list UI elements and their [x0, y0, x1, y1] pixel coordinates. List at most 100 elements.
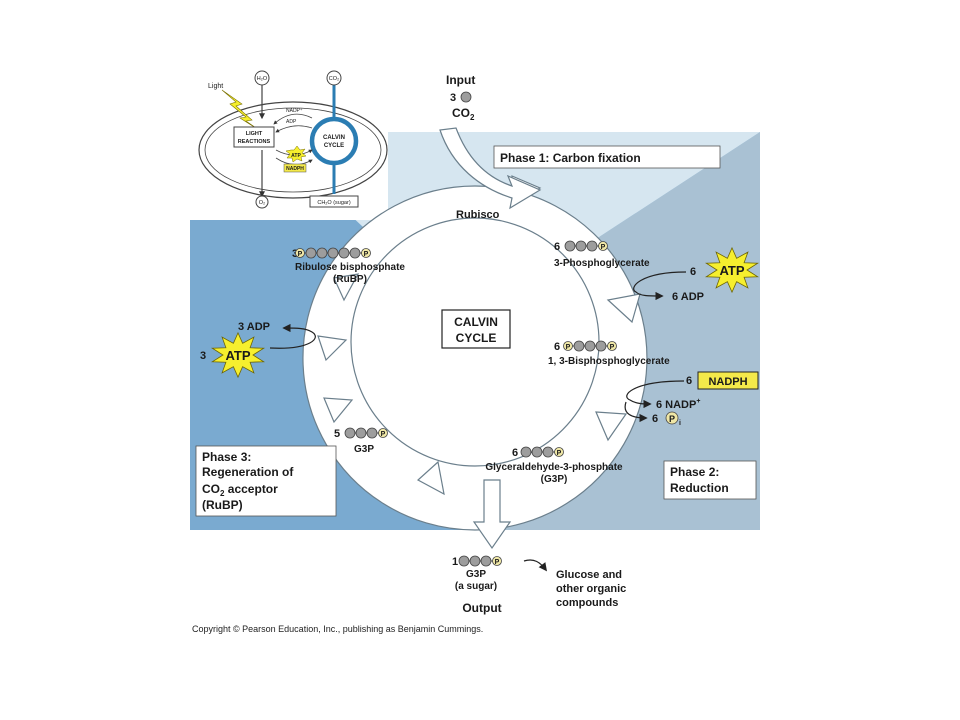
pi-sub-label: i	[679, 420, 681, 427]
rubp-name: Ribulose bisphosphate	[295, 262, 405, 273]
phase3-l4: (RuBP)	[202, 498, 243, 512]
output-product-arrow	[523, 559, 548, 572]
input-label: Input	[446, 73, 475, 87]
pi-arrow	[624, 401, 648, 423]
calvin-cycle-box	[441, 309, 511, 349]
carbon-atom-icon	[338, 247, 350, 259]
ring-chevron-left-mid	[317, 335, 348, 362]
phase2-box: Phase 2: Reduction	[663, 460, 757, 500]
inset-atp-starburst-icon	[285, 145, 307, 163]
atp1-arrow	[633, 271, 687, 301]
inset-nadph-box	[283, 163, 307, 173]
carbon-atom-icon	[595, 340, 607, 352]
carbon-atom-icon	[542, 446, 554, 458]
carbon-atom-icon	[316, 247, 328, 259]
calvin-label-l1: CALVIN	[454, 315, 498, 329]
product-l3: compounds	[556, 597, 618, 609]
carbon-atom-icon	[573, 340, 585, 352]
input-group: Input 3 CO2	[446, 73, 475, 122]
g3p-out-name: G3P	[466, 569, 486, 580]
adp1-label: 6 ADP	[672, 291, 704, 303]
input-count: 3	[450, 92, 456, 104]
molecule-chain: P	[344, 427, 388, 439]
product-l2: other organic	[556, 583, 626, 595]
phosphate-icon	[361, 248, 371, 258]
rubisco-label: Rubisco	[456, 209, 500, 221]
atp3-label: ATP	[225, 348, 250, 363]
atp3-arrow	[269, 323, 316, 349]
inset-light-reactions-l1: LIGHT	[246, 131, 263, 137]
calvin-label-l2: CYCLE	[456, 331, 497, 345]
chloroplast-inner	[204, 107, 382, 193]
inset-calvin-l1: CALVIN	[323, 135, 345, 141]
molecule-g3p-main: 6 P Glyceraldehyde-3-phosphate (G3P)	[485, 446, 623, 485]
product-l1: Glucose and	[556, 569, 622, 581]
ring-chevron-left-upper	[333, 273, 360, 302]
copyright-notice: Copyright © Pearson Education, Inc., pub…	[192, 624, 484, 634]
carbon-atom-icon	[480, 555, 492, 567]
carbon-atom-icon	[305, 247, 317, 259]
phosphate-letter: P	[381, 431, 386, 438]
inset-o2-circle	[255, 195, 269, 209]
phosphate-icon	[607, 341, 617, 351]
g3p-main-abbrev: (G3P)	[541, 474, 568, 485]
nadph-count: 6	[686, 375, 692, 387]
carbon-atom-icon	[327, 247, 339, 259]
cycle-ring-outer	[302, 185, 648, 531]
phosphate-icon	[563, 341, 573, 351]
ring-chevron-left-lower	[323, 397, 354, 424]
g3p-main-count: 6	[512, 447, 518, 459]
phase3-box-frame	[195, 445, 337, 517]
inset-light-reactions-box	[233, 126, 275, 148]
inset-o2-label: O₂	[259, 200, 265, 206]
inset-adp-arrow	[275, 125, 313, 133]
inset-sugar-label: CH₂O (sugar)	[317, 200, 350, 206]
molecule-bpg: 6 P P 1, 3-Bisphosphoglycerate	[548, 340, 670, 367]
phase2-l2: Reduction	[670, 481, 729, 495]
carbon-atom-icon	[584, 340, 596, 352]
inset-h2o-circle	[254, 70, 270, 86]
input-co2-molecule-icon	[460, 91, 472, 103]
pi-count: 6	[652, 413, 658, 425]
atp1-label: ATP	[719, 263, 744, 278]
ring-chevron-right-lower	[595, 411, 628, 442]
phase3-box: Phase 3: Regeneration of CO2 acceptor (R…	[195, 445, 337, 517]
carbon-atom-icon	[344, 427, 356, 439]
carbon-atom-icon	[469, 555, 481, 567]
phosphate-letter: P	[601, 244, 606, 251]
phase1-box: Phase 1: Carbon fixation	[493, 145, 721, 169]
phosphate-letter: P	[298, 251, 303, 258]
nadph-arrow	[626, 380, 685, 409]
inset-adp-label: ADP	[286, 119, 297, 125]
output-label: Output	[462, 601, 501, 615]
inset-light-reactions-l2: REACTIONS	[238, 139, 271, 145]
carbon-atom-icon	[531, 446, 543, 458]
carbon-atom-icon	[349, 247, 361, 259]
phosphate-icon	[598, 241, 608, 251]
phase3-l1: Phase 3:	[202, 450, 251, 464]
phase1-box-frame	[493, 145, 721, 169]
inset-chloroplast: Light H₂O LIGHT REACTIONS O₂ CALVIN CYCL…	[190, 70, 388, 220]
phase1-label: Phase 1: Carbon fixation	[500, 151, 641, 165]
phosphate-letter: P	[610, 344, 615, 351]
input-co2-label: CO2	[452, 106, 475, 122]
phase3-l2: Regeneration of	[202, 465, 294, 479]
inset-nadp-arrow	[273, 113, 313, 125]
atp-starburst-icon	[210, 331, 266, 379]
phosphate-letter: P	[557, 450, 562, 457]
pi-p-label: P	[669, 414, 675, 424]
bpg-name: 1, 3-Bisphosphoglycerate	[548, 356, 670, 367]
phosphate-icon	[378, 428, 388, 438]
nadph-box	[697, 371, 759, 390]
inset-co2-circle	[326, 70, 342, 86]
g3p-out-note: (a sugar)	[455, 581, 497, 592]
ring-chevron-right-upper	[606, 293, 641, 324]
output-group: 1 P G3P (a sugar) Output Glucose and oth…	[452, 555, 626, 615]
carbon-atom-icon	[586, 240, 598, 252]
energy-nadph: 6 NADPH 6 NADP+ 6 P i	[624, 371, 759, 427]
bpg-count: 6	[554, 341, 560, 353]
carbon-atom-icon	[564, 240, 576, 252]
phosphate-letter: P	[566, 344, 571, 351]
